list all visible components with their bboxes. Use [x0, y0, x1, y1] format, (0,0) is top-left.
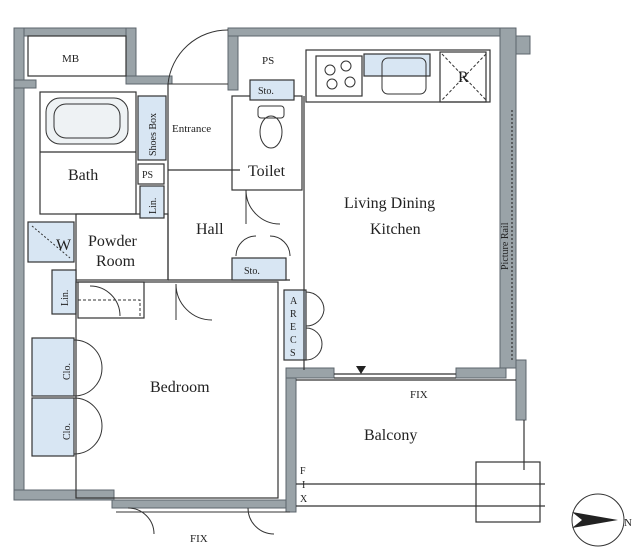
balcony-label: Balcony: [364, 427, 417, 444]
arecs-letter: C: [290, 335, 297, 346]
living-label-2: Kitchen: [370, 221, 421, 238]
sto-top-label: Sto.: [258, 86, 274, 97]
entrance-label: Entrance: [172, 123, 211, 135]
arecs-letter: E: [290, 322, 296, 333]
refrigerator-label: R: [458, 69, 469, 86]
fix-vertical-letter: X: [300, 494, 308, 505]
sto-hall-label: Sto.: [244, 266, 260, 277]
lin-upper-label: Lin.: [148, 198, 159, 214]
toilet-label: Toilet: [248, 163, 286, 180]
w-label: W: [56, 237, 72, 254]
arecs-letter: A: [290, 296, 298, 307]
fix-balcony-label: FIX: [410, 389, 428, 401]
powder-room-label-2: Room: [96, 253, 136, 270]
fixtures: [31, 53, 487, 319]
fix-vertical-letter: F: [300, 466, 306, 477]
fix-bottom-label: FIX: [190, 533, 208, 545]
doors: [73, 29, 325, 535]
fix-vertical-letter: I: [302, 480, 305, 491]
arecs-letter: R: [290, 309, 297, 320]
north-label: N: [624, 517, 632, 529]
window-marker-icon: [356, 366, 366, 374]
ps-small-label: PS: [142, 170, 153, 181]
closet-upper-label: Clo.: [62, 363, 73, 380]
living-label-1: Living Dining: [344, 195, 435, 212]
lin-lower-label: Lin.: [60, 290, 71, 306]
powder-room-label-1: Powder: [88, 233, 138, 250]
arecs-letter: S: [290, 348, 296, 359]
interior-walls: [27, 35, 545, 523]
closet-lower-label: Clo.: [62, 423, 73, 440]
mb-label: MB: [62, 53, 79, 65]
bath-label: Bath: [68, 167, 98, 184]
bedroom-label: Bedroom: [150, 379, 210, 396]
ps-top-label: PS: [262, 55, 274, 67]
hall-label: Hall: [196, 221, 224, 238]
north-arrow-icon: [571, 493, 625, 547]
exterior-walls: [13, 27, 531, 513]
shoes-box-label: Shoes Box: [148, 113, 159, 156]
picture-rail-label: Picture Rail: [500, 222, 511, 270]
